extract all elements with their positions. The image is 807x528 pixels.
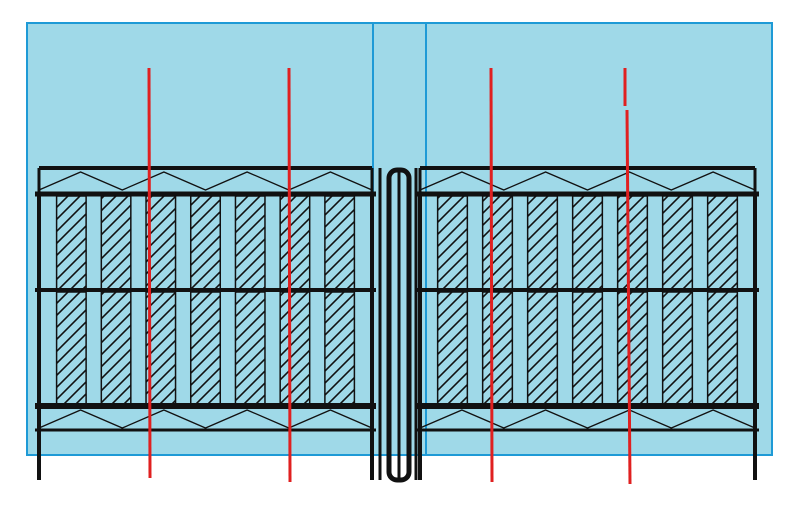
slat-upper	[279, 195, 311, 290]
left-gate-leaf	[35, 166, 376, 480]
slat-upper	[481, 195, 514, 290]
hinge-post-outer	[386, 167, 412, 483]
slat-lower	[706, 291, 739, 406]
slat-upper	[100, 195, 132, 290]
slat-upper	[324, 195, 356, 290]
slat-upper	[55, 195, 87, 290]
center-hinge-post	[378, 167, 418, 483]
slat-upper	[571, 195, 604, 290]
slat-lower	[279, 291, 311, 406]
slat-lower	[100, 291, 132, 406]
slat-lower	[661, 291, 694, 406]
marker-line-1	[147, 67, 152, 479]
slat-lower	[526, 291, 559, 406]
slat-upper	[189, 195, 222, 290]
marker-lines	[147, 67, 632, 485]
bottom-zigzag	[419, 409, 756, 429]
bottom-zigzag	[38, 409, 373, 429]
slat-upper	[616, 195, 649, 290]
slat-lower	[234, 291, 266, 406]
slat-lower	[55, 291, 87, 406]
slat-upper	[706, 195, 739, 290]
slat-lower	[616, 291, 649, 406]
slat-lower	[189, 291, 222, 406]
right-gate-leaf	[416, 166, 759, 480]
slat-lower	[571, 291, 604, 406]
top-zigzag	[419, 171, 756, 191]
marker-line-2	[287, 67, 292, 483]
top-zigzag	[38, 171, 373, 191]
slat-lower	[481, 291, 514, 406]
slat-upper	[526, 195, 559, 290]
marker-line-3	[489, 67, 494, 483]
slat-upper	[436, 195, 469, 290]
slat-lower	[436, 291, 469, 406]
slat-upper	[661, 195, 694, 290]
slat-lower	[324, 291, 356, 406]
slat-upper	[234, 195, 266, 290]
marker-line-4b	[625, 109, 632, 485]
